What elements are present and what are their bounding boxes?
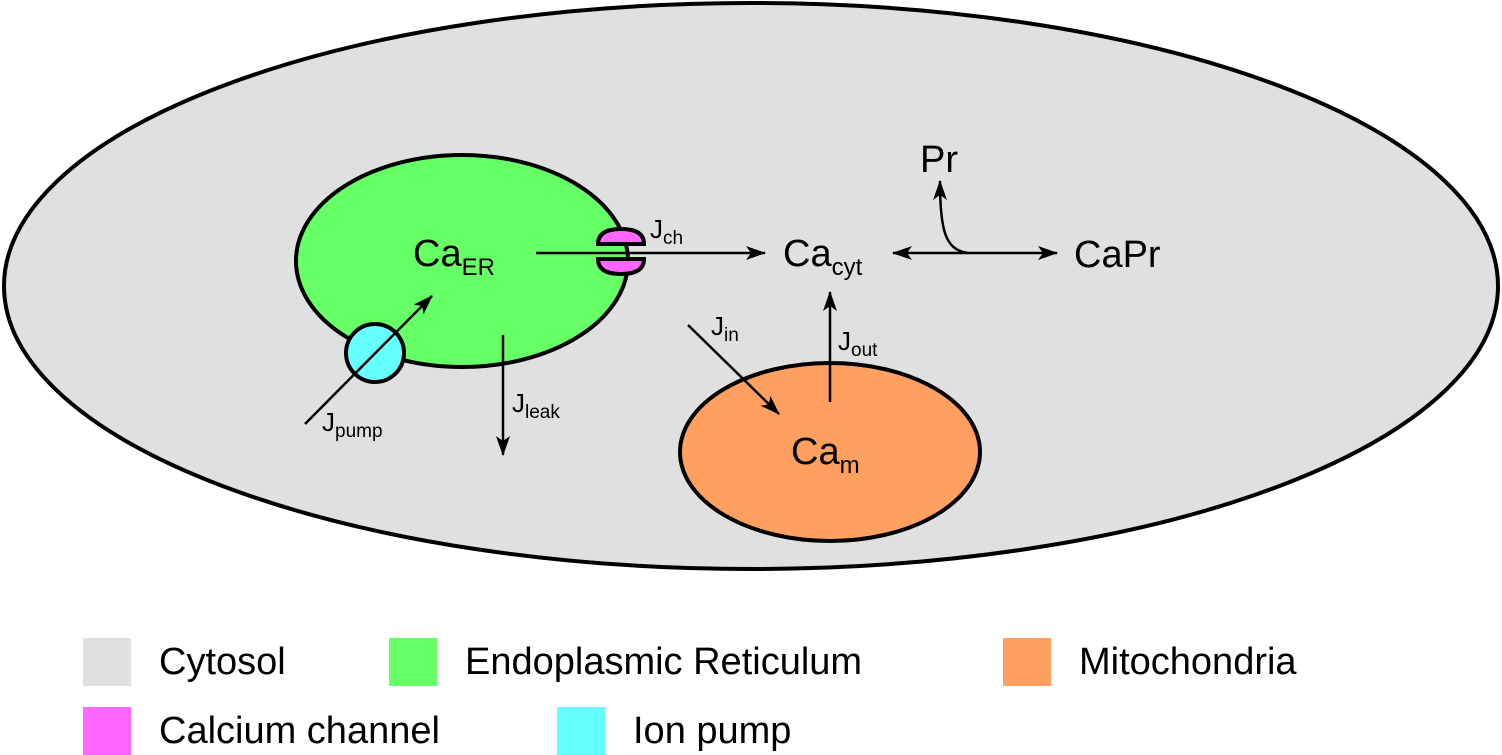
label-j-in: Jin <box>711 311 739 346</box>
label-ca-cyt: Cacyt <box>783 233 863 281</box>
legend-item-er: Endoplasmic Reticulum <box>389 638 862 686</box>
label-j-leak: Jleak <box>512 388 560 423</box>
cell-diagram: CaER Cacyt Cam Pr CaPr Jch Jin Jout Jlea… <box>2 1 1500 571</box>
legend-label-mitochondria: Mitochondria <box>1079 640 1297 683</box>
legend-swatch-er <box>389 638 437 686</box>
label-pr: Pr <box>920 139 958 181</box>
legend-swatch-cytosol <box>83 638 131 686</box>
label-capr: CaPr <box>1074 234 1161 276</box>
legend-label-calcium-channel: Calcium channel <box>159 709 440 752</box>
flux-in-arrow <box>687 324 780 415</box>
calcium-channel <box>595 226 647 277</box>
pr-arrow <box>933 180 969 255</box>
legend-label-er: Endoplasmic Reticulum <box>465 640 863 683</box>
legend-item-ion-pump: Ion pump <box>557 707 791 755</box>
label-ca-m: Cam <box>791 431 860 479</box>
label-ca-er: CaER <box>413 233 495 281</box>
cytosol-membrane <box>2 1 1500 571</box>
legend-label-ion-pump: Ion pump <box>633 709 792 752</box>
label-j-pump: Jpump <box>322 407 383 442</box>
legend-item-cytosol: Cytosol <box>83 638 286 686</box>
legend-item-mitochondria: Mitochondria <box>1003 638 1297 686</box>
legend-label-cytosol: Cytosol <box>159 640 286 683</box>
legend-swatch-ion-pump <box>557 707 605 755</box>
legend-item-calcium-channel: Calcium channel <box>83 707 440 755</box>
flux-pump-arrow <box>304 295 433 425</box>
label-j-out: Jout <box>838 326 878 361</box>
legend-swatch-mitochondria <box>1003 638 1051 686</box>
label-j-ch: Jch <box>650 214 683 249</box>
legend-swatch-calcium-channel <box>83 707 131 755</box>
